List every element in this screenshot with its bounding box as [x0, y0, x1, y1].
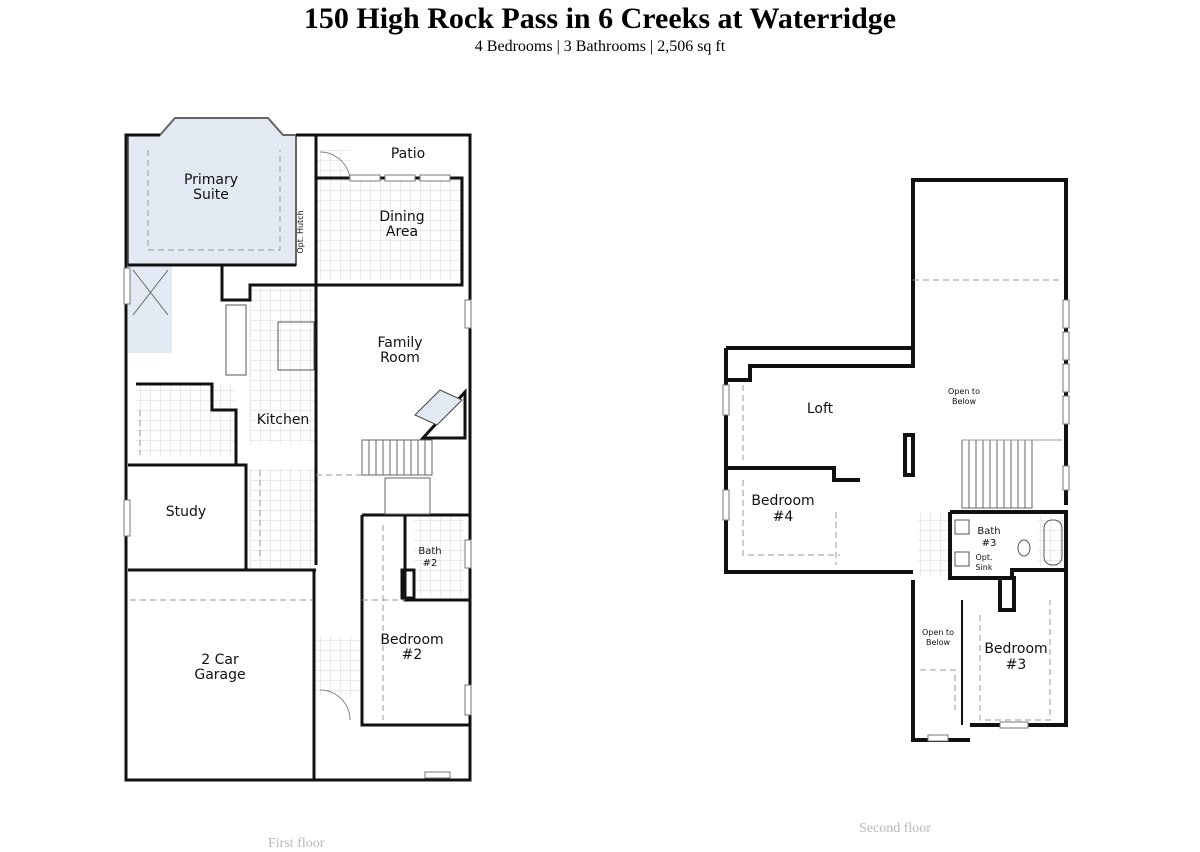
- laundry-tile: [250, 468, 314, 568]
- bath3-label: Bath: [977, 526, 1000, 537]
- opt-sink-label: Opt.: [975, 553, 992, 562]
- foyer-tile: [314, 635, 360, 695]
- first-floor-outline: [124, 133, 472, 782]
- patio-label: Patio: [391, 146, 425, 162]
- bedroom4-label: Bedroom: [751, 493, 814, 509]
- bath3-label-2: #3: [982, 538, 997, 549]
- dining-label: Dining: [379, 209, 424, 225]
- garage-label-2: Garage: [194, 667, 245, 683]
- dining-label-2: Area: [386, 224, 418, 240]
- bath2-label-2: #2: [423, 558, 438, 569]
- opt-hutch-label: Opt. Hutch: [296, 210, 305, 253]
- family-room-label: Family: [377, 335, 422, 351]
- opt-sink-label-2: Sink: [975, 563, 992, 572]
- bedroom4-label-2: #4: [773, 509, 794, 525]
- dining-tile: [316, 180, 462, 280]
- study-label: Study: [166, 504, 206, 520]
- family-room-label-2: Room: [380, 350, 420, 366]
- loft-label: Loft: [807, 401, 834, 417]
- bath2-label: Bath: [418, 546, 441, 557]
- kitchen-label: Kitchen: [257, 412, 310, 428]
- first-floor-caption: First floor: [268, 836, 325, 851]
- primary-bath-tile: [136, 384, 236, 456]
- bedroom3-label: Bedroom: [984, 641, 1047, 657]
- open-below-small-label: Open to: [922, 628, 954, 637]
- second-floor-caption: Second floor: [859, 821, 931, 836]
- page-title: 150 High Rock Pass in 6 Creeks at Waterr…: [303, 2, 897, 35]
- first-floor-plan: Primary Suite Patio Dining Area Opt. Hut…: [123, 117, 472, 782]
- primary-shower: [128, 265, 172, 353]
- primary-suite-label: Primary: [184, 172, 238, 188]
- page-subtitle: 4 Bedrooms | 3 Bathrooms | 2,506 sq ft: [474, 38, 726, 55]
- second-floor-stairs: [961, 439, 1062, 509]
- second-floor-plan: Loft Open to Below Bedroom #4 Bath #3 Op…: [722, 178, 1070, 742]
- primary-suite-label-2: Suite: [193, 187, 229, 203]
- first-floor-stairs: [361, 439, 433, 515]
- bedroom2-label: Bedroom: [380, 632, 443, 648]
- open-below-label: Open to: [948, 387, 980, 396]
- garage-label: 2 Car: [201, 652, 239, 668]
- bath2-tile: [414, 515, 464, 600]
- kitchen-tile: [250, 285, 314, 445]
- open-below-small-label-2: Below: [926, 638, 951, 647]
- bedroom3-label-2: #3: [1006, 657, 1027, 673]
- bedroom2-label-2: #2: [402, 647, 423, 663]
- hall-tile: [918, 512, 950, 576]
- open-below-label-2: Below: [952, 397, 977, 406]
